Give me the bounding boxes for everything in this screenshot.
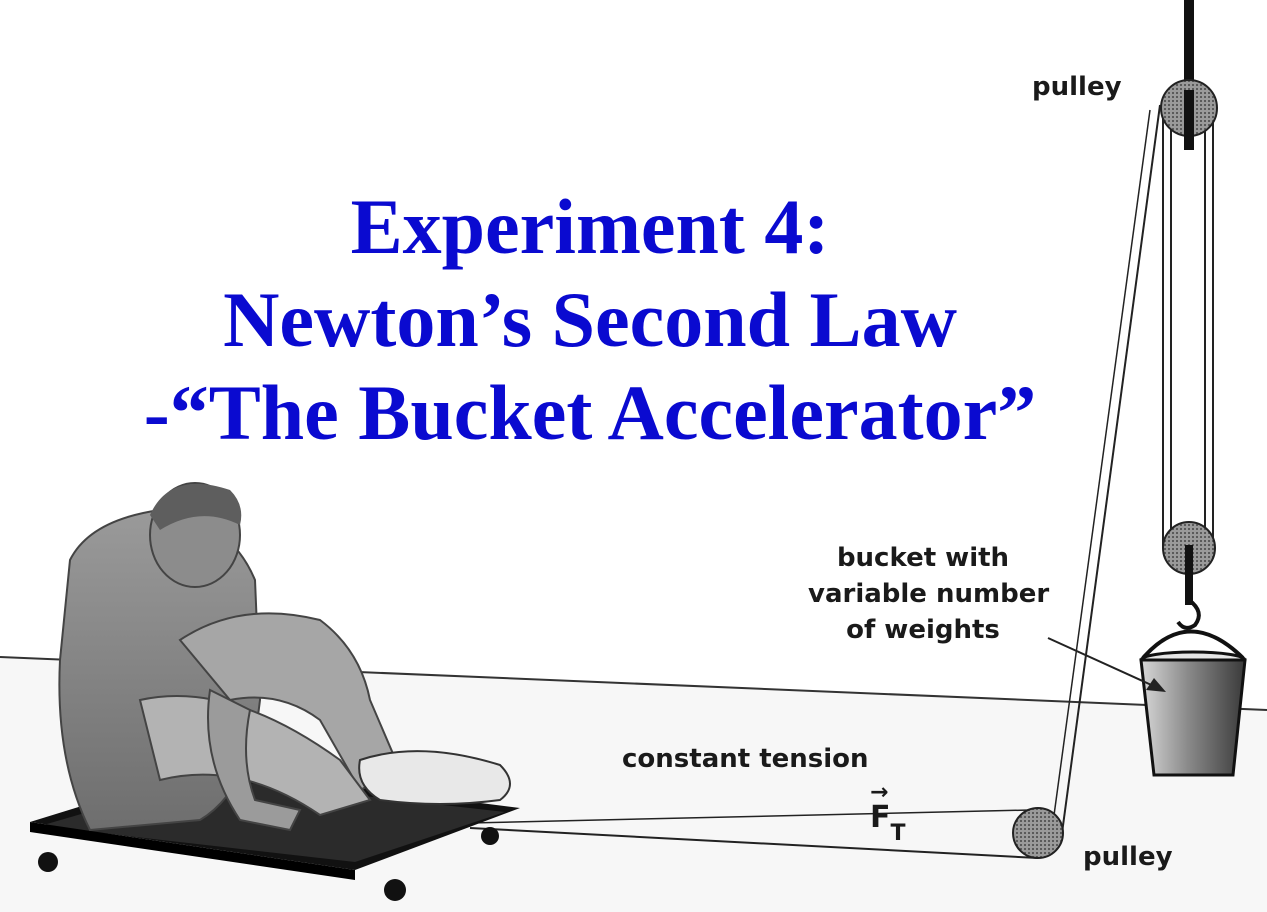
rope-diagonal-2 [1051, 109, 1151, 831]
bucket-pointer-head [1146, 678, 1166, 692]
label-tension: constant tension [622, 744, 869, 774]
support-rod [1184, 0, 1194, 150]
bucket-body [1139, 658, 1247, 777]
movable-pulley-axle [1185, 545, 1193, 605]
label-bucket: bucket with variable number of weights [808, 540, 1050, 648]
force-letter: F [870, 800, 891, 835]
title-line-2: Newton’s Second Law [223, 276, 957, 363]
label-bucket-line-3: of weights [846, 615, 1000, 645]
bucket-hook [1176, 598, 1201, 630]
rope-diagonal [1061, 104, 1161, 834]
person-figure [58, 482, 511, 832]
force-arrow-icon: → [870, 780, 889, 805]
title-line-3: -“The Bucket Accelerator” [143, 369, 1037, 456]
force-symbol: → FT [870, 780, 906, 846]
bucket-pointer-line [1047, 637, 1159, 689]
title-line-1: Experiment 4: [350, 183, 830, 270]
bottom-pulley [1012, 807, 1064, 859]
bucket-handle [1141, 629, 1245, 660]
label-bucket-line-2: variable number [808, 579, 1050, 609]
rope-horizontal-2 [469, 809, 1031, 824]
top-pulley-axle [1184, 90, 1194, 150]
slide-title: Experiment 4: Newton’s Second Law -“The … [60, 180, 1120, 459]
label-bottom-pulley: pulley [1083, 842, 1173, 872]
force-subscript: T [890, 821, 906, 846]
label-bucket-line-1: bucket with [836, 543, 1010, 573]
rope-horizontal [469, 827, 1039, 859]
label-top-pulley: pulley [1032, 72, 1122, 102]
